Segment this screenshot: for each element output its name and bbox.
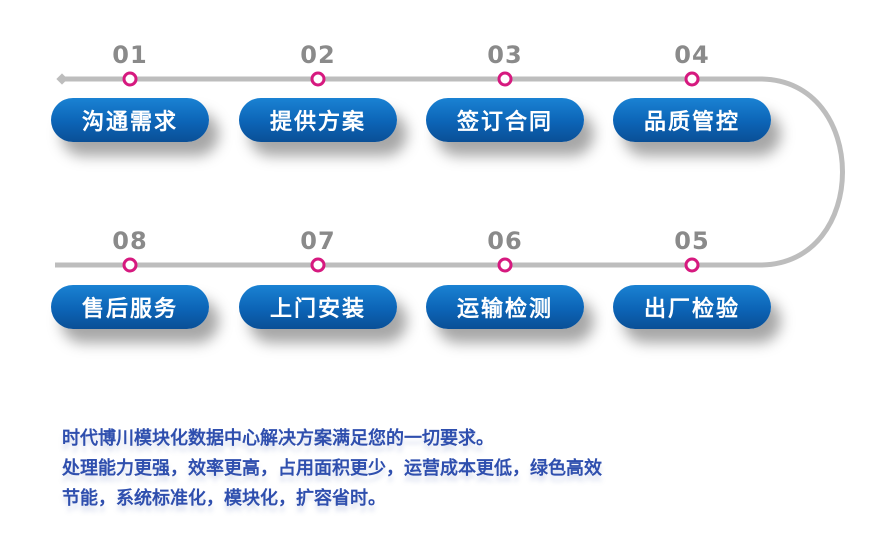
step-number-01: 01 (112, 41, 148, 69)
step-dot-05 (684, 257, 700, 273)
step-dot-07 (310, 257, 326, 273)
track-start-diamond (56, 73, 68, 85)
track-line (55, 76, 845, 268)
step-dot-01 (122, 71, 138, 87)
step-number-06: 06 (487, 227, 523, 255)
step-number-02: 02 (300, 41, 336, 69)
step-pill-transport-inspection: 运输检测 (426, 285, 584, 329)
step-pill-after-sales-service: 售后服务 (51, 285, 209, 329)
step-pill-factory-inspection: 出厂检验 (613, 285, 771, 329)
step-number-07: 07 (300, 227, 336, 255)
step-pill-sign-contract: 签订合同 (426, 98, 584, 142)
step-dot-06 (497, 257, 513, 273)
step-number-05: 05 (674, 227, 710, 255)
step-dot-04 (684, 71, 700, 87)
step-number-08: 08 (112, 227, 148, 255)
description-text: 时代博川模块化数据中心解决方案满足您的一切要求。 处理能力更强，效率更高，占用面… (62, 424, 782, 514)
description-line-1: 时代博川模块化数据中心解决方案满足您的一切要求。 (62, 428, 494, 449)
step-number-03: 03 (487, 41, 523, 69)
step-dot-02 (310, 71, 326, 87)
step-pill-provide-solution: 提供方案 (239, 98, 397, 142)
description-line-2: 处理能力更强，效率更高，占用面积更少，运营成本更低，绿色高效 (62, 458, 602, 479)
step-pill-quality-control: 品质管控 (613, 98, 771, 142)
step-pill-onsite-installation: 上门安装 (239, 285, 397, 329)
step-dot-08 (122, 257, 138, 273)
step-dot-03 (497, 71, 513, 87)
description-line-3: 节能，系统标准化，模块化，扩容省时。 (62, 488, 386, 509)
step-pill-communicate-needs: 沟通需求 (51, 98, 209, 142)
step-number-04: 04 (674, 41, 710, 69)
